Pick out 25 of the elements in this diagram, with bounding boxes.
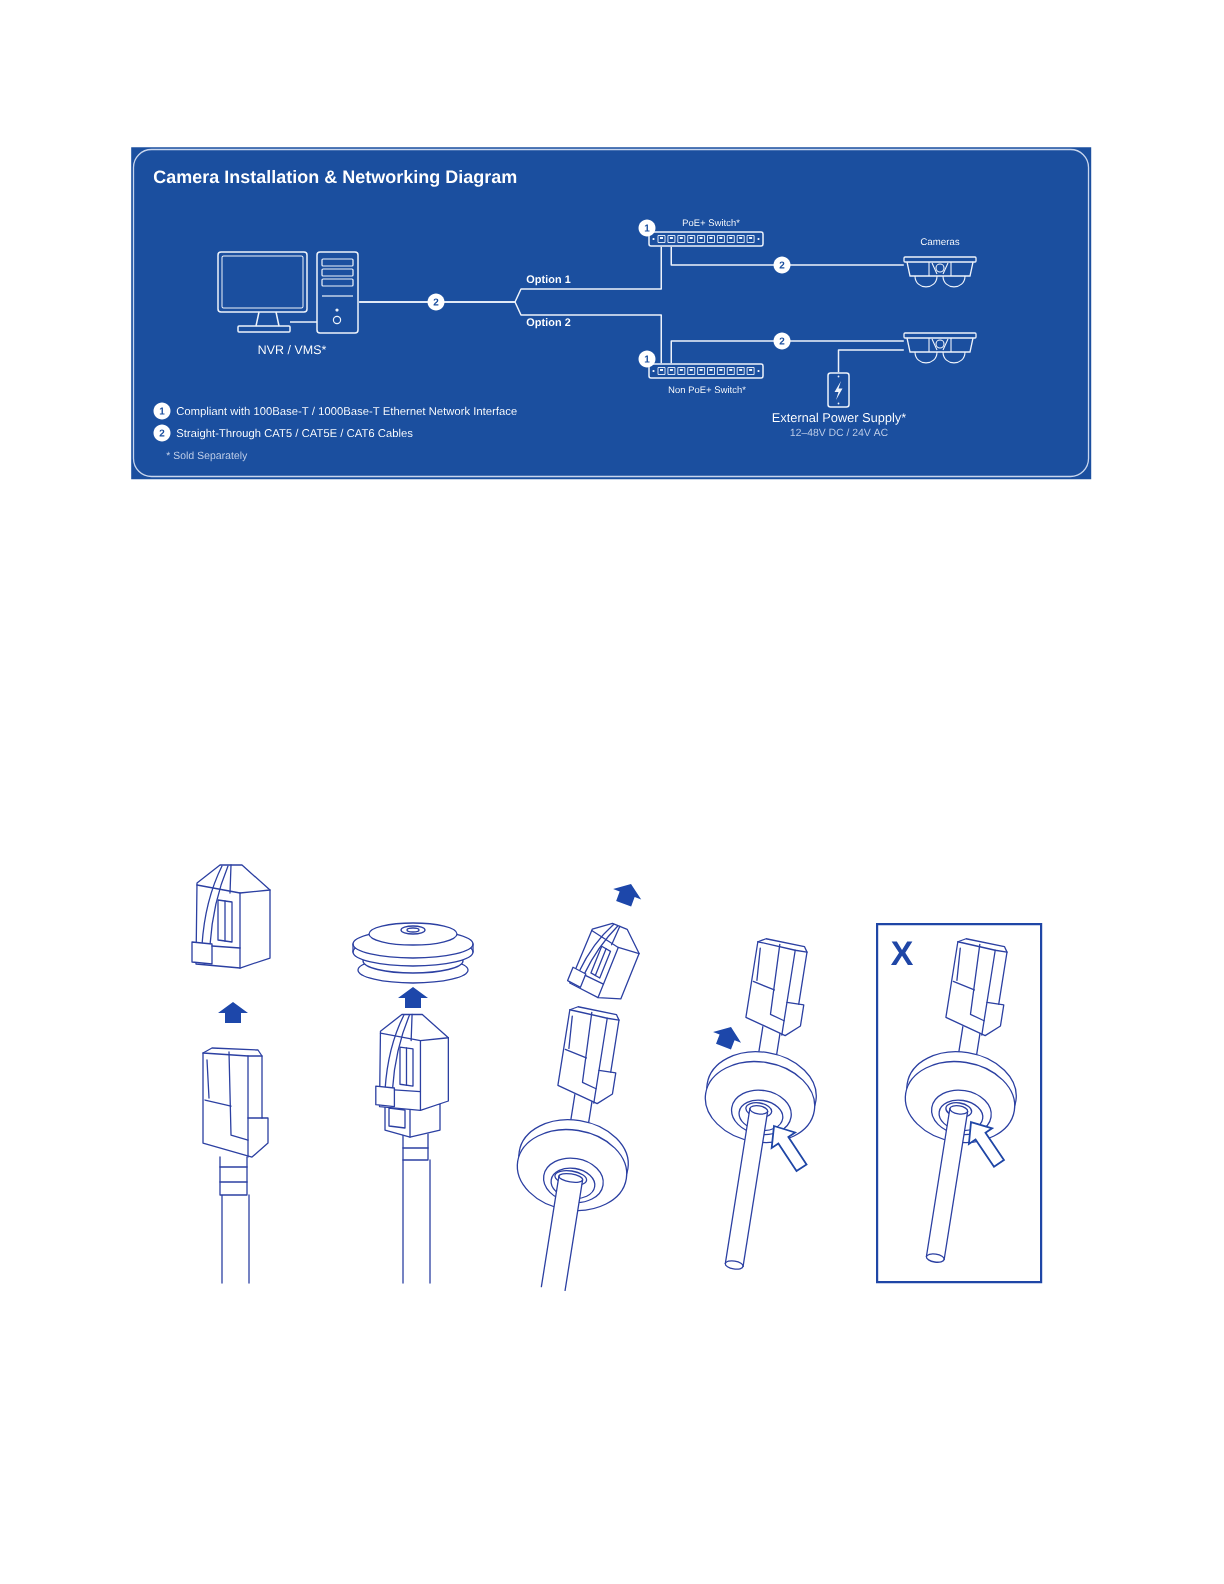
- node-label: External Power Supply*: [772, 412, 906, 425]
- heading: Camera Installation & Networking Diagram: [153, 169, 517, 187]
- framed-panel: X: [876, 923, 1043, 1284]
- callout-number: 1: [638, 219, 656, 237]
- edge-label: Option 1: [526, 275, 571, 286]
- callout-number: 2: [153, 424, 171, 442]
- node-label: Non PoE+ Switch*: [668, 386, 746, 394]
- connector-line: [670, 340, 905, 364]
- note-text: Straight-Through CAT5 / CAT5E / CAT6 Cables: [176, 428, 413, 440]
- callout-number: 2: [427, 293, 445, 311]
- footnote: * Sold Separately: [166, 451, 248, 462]
- connector-line: [358, 301, 662, 364]
- camera-icon: [903, 332, 977, 364]
- edge-label: Option 2: [526, 318, 571, 329]
- node-label: PoE+ Switch*: [682, 219, 740, 227]
- node-label: Cameras: [920, 238, 960, 246]
- callout-number: 1: [638, 350, 656, 368]
- node-label: NVR / VMS*: [258, 344, 327, 355]
- note-text: Compliant with 100Base-T / 1000Base-T Ethernet Network Interface: [176, 406, 517, 418]
- edge-label: 2: [773, 256, 791, 274]
- connector-line: [670, 246, 905, 266]
- callout-number: 1: [153, 402, 171, 420]
- edge-label: 2: [773, 332, 791, 350]
- node-label: 12–48V DC / 24V AC: [790, 428, 888, 437]
- connector-line: [837, 349, 905, 373]
